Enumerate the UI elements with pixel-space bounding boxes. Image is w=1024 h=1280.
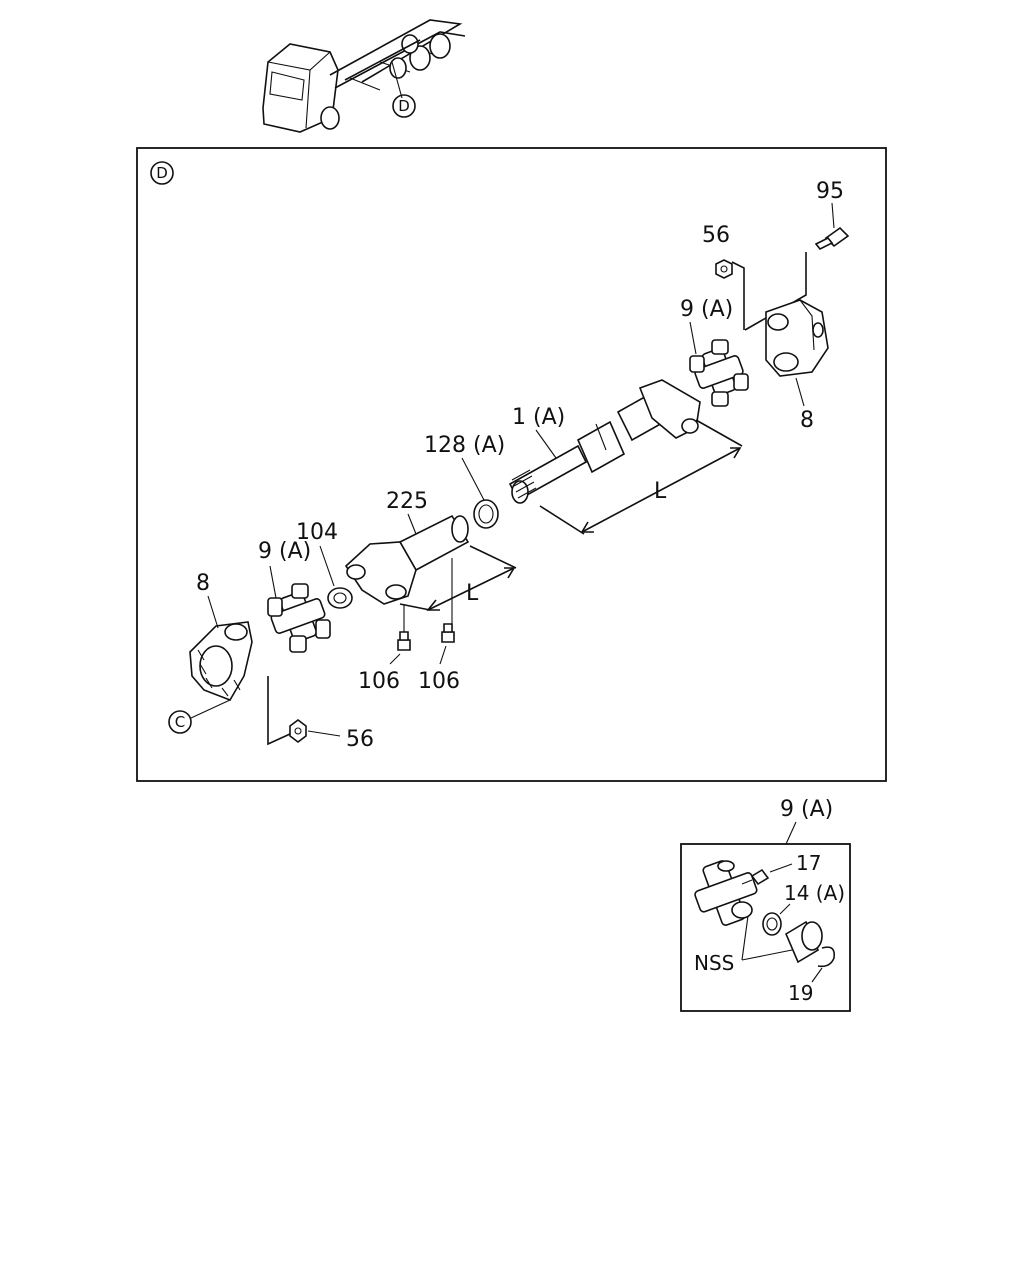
seal-128a [473, 499, 499, 529]
label-95: 95 [816, 179, 844, 204]
label-56-top: 56 [702, 223, 730, 248]
label-104: 104 [296, 520, 338, 545]
label-dim-l-short: L [466, 581, 479, 606]
label-9a-left: 9 (A) [258, 539, 311, 564]
label-8-left: 8 [196, 571, 210, 596]
detail-title: 9 (A) [780, 797, 833, 822]
grease-nipple-106-b [439, 623, 455, 665]
svg-text:D: D [398, 97, 410, 115]
nut-56-bottom [267, 676, 341, 746]
flange-yoke-right [765, 299, 829, 377]
sleeve-yoke-225 [344, 514, 470, 605]
nss-leaders [741, 915, 793, 961]
ref-tag-c: C [168, 699, 231, 734]
dimension-l-long [539, 419, 743, 535]
grease-nipple-17 [741, 863, 793, 886]
grease-nipple-106-a [389, 604, 411, 665]
dimension-l-short [399, 545, 517, 630]
universal-joint-right [689, 339, 749, 407]
label-14a: 14 (A) [784, 881, 845, 905]
detail-view-frame [680, 843, 851, 1012]
seal-14a [762, 903, 791, 936]
nut-56-top [715, 259, 745, 330]
label-225: 225 [386, 489, 428, 514]
main-view-frame [136, 147, 887, 782]
label-nss: NSS [694, 951, 734, 975]
universal-joint-left [267, 583, 331, 653]
svg-text:D: D [156, 164, 168, 182]
label-9a-right: 9 (A) [680, 297, 733, 322]
bearing-cup [784, 920, 823, 964]
flange-yoke-left [189, 621, 253, 701]
detail-cross-spider [694, 860, 758, 926]
label-19: 19 [788, 981, 813, 1005]
label-128a: 128 (A) [424, 433, 505, 458]
label-dim-l-long: L [654, 479, 667, 504]
snap-ring-19 [811, 946, 836, 983]
label-17: 17 [796, 851, 821, 875]
truck-overview-illustration [262, 19, 466, 133]
label-106-b: 106 [418, 669, 460, 694]
bearing-104 [327, 587, 353, 609]
propeller-shaft-1a [508, 379, 701, 504]
label-56-bottom: 56 [346, 727, 374, 752]
label-106-a: 106 [358, 669, 400, 694]
label-8-right: 8 [800, 408, 814, 433]
overview-callout-d: D [392, 94, 416, 118]
svg-text:C: C [175, 713, 185, 731]
view-tag-d: D [150, 161, 174, 185]
label-1a: 1 (A) [512, 405, 565, 430]
